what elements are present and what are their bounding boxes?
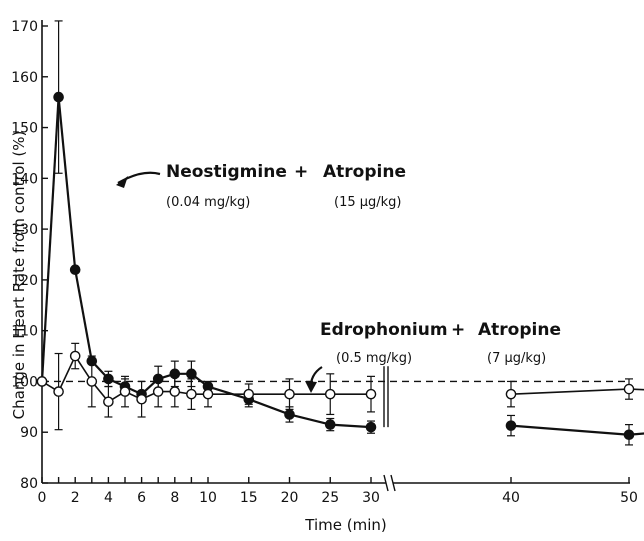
data-point-open (103, 396, 114, 408)
data-point-open (119, 386, 131, 397)
data-point-open (152, 386, 164, 397)
x-tick-label: 50 (620, 490, 638, 506)
series-line-segment (510, 388, 630, 395)
data-point-open (324, 388, 336, 400)
data-point-filled (103, 373, 114, 385)
y-axis-label: Change in Heart Rate from control (%) (10, 131, 28, 420)
annotation-neostigmine-partner: Atropine (323, 162, 406, 182)
data-point-filled (186, 368, 197, 380)
axes-layer: 80 90 100 110 120 130 140 150 160 170 0 2 4 6 8 10 15 20 2… (11, 19, 638, 506)
data-point-open (623, 383, 635, 395)
x-tick-label: 25 (321, 490, 339, 506)
data-point-open (169, 386, 181, 397)
data-point-filled (623, 429, 635, 441)
y-tick-label: 140 (11, 171, 38, 187)
x-tick-label: 15 (240, 490, 258, 506)
annotation-neostigmine-arrowhead (116, 176, 128, 188)
y-tick-label: 160 (11, 70, 38, 86)
y-tick-label: 130 (11, 222, 38, 238)
data-point-open (36, 376, 48, 387)
x-tick-label: 2 (71, 490, 80, 506)
annotation-edrophonium-dose2: (7 μg/kg) (487, 351, 546, 366)
series-line-segment (248, 398, 290, 416)
data-point-filled (53, 91, 64, 103)
data-point-open (186, 388, 197, 400)
annotation-edrophonium-partner: Atropine (478, 320, 561, 340)
data-point-filled (284, 409, 295, 420)
series-line-segment (207, 385, 250, 401)
y-tick-label: 90 (20, 425, 38, 441)
data-point-open (505, 388, 517, 400)
annotation-neostigmine-dose2: (15 μg/kg) (334, 195, 402, 210)
y-tick-label: 80 (20, 476, 38, 492)
annotation-neostigmine-dose1: (0.04 mg/kg) (166, 195, 250, 210)
annotation-edrophonium-arrowhead (305, 381, 317, 393)
y-tick-label: 100 (11, 374, 38, 390)
x-tick-label: 0 (38, 490, 47, 506)
data-point-open (86, 376, 98, 387)
data-point-filled (324, 419, 336, 430)
data-point-open (202, 388, 214, 400)
x-tick-label: 20 (281, 490, 299, 506)
data-point-open (69, 350, 81, 362)
series-line-segment (74, 269, 93, 362)
x-tick-label: 40 (502, 490, 520, 506)
x-tick-label: 8 (170, 490, 179, 506)
y-tick-label: 150 (11, 121, 38, 137)
annotation-edrophonium-dose1: (0.5 mg/kg) (336, 351, 412, 366)
series-line-segment (57, 96, 77, 270)
series-line-segment (289, 413, 331, 426)
data-point-open (284, 388, 295, 400)
x-axis-break-mark (390, 474, 396, 492)
y-tick-label: 170 (11, 19, 38, 35)
series-open (36, 342, 644, 431)
annotation-edrophonium-drug: Edrophonium (320, 320, 448, 340)
y-tick-label: 110 (11, 324, 38, 340)
annotation-neostigmine-drug: Neostigmine (166, 162, 287, 182)
series-line-segment (510, 424, 630, 436)
data-point-open (53, 386, 64, 397)
data-point-filled (365, 421, 377, 433)
x-axis-break-mark (383, 474, 389, 492)
data-point-open (365, 388, 377, 400)
x-tick-label: 10 (199, 490, 217, 506)
data-point-filled (505, 420, 517, 431)
series-layer (36, 20, 644, 446)
annotation-edrophonium-plus: + (451, 320, 465, 340)
y-tick-label: 120 (11, 273, 38, 289)
x-tick-label: 30 (362, 490, 380, 506)
x-axis-label: Time (min) (304, 516, 386, 534)
series-line-segment (40, 97, 60, 382)
x-tick-label: 6 (137, 490, 146, 506)
annotation-neostigmine-plus: + (294, 162, 308, 182)
data-point-filled (69, 264, 81, 276)
data-point-open (243, 388, 255, 400)
series-line-segment (330, 423, 372, 429)
x-tick-label: 4 (104, 490, 113, 506)
data-point-open (136, 393, 147, 405)
series-line-segment (57, 355, 76, 392)
